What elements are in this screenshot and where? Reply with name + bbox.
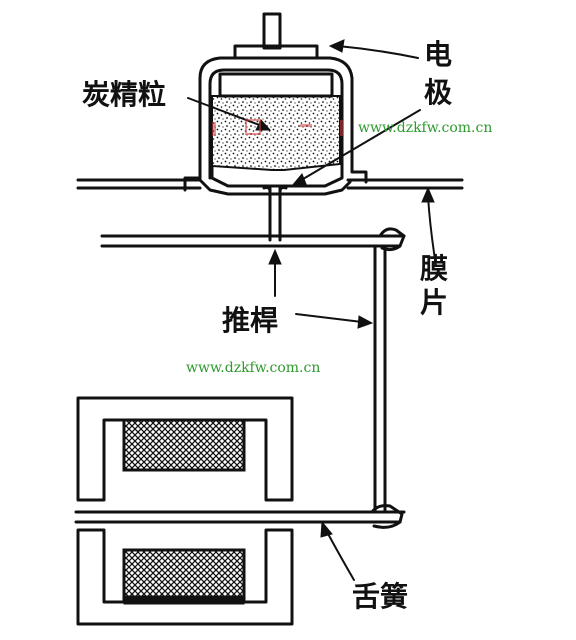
watermark-middle: www.dzkfw.com.cn — [186, 360, 320, 376]
arrow-electrode — [328, 39, 419, 59]
label-electrode-2: 极 — [424, 76, 452, 109]
arrow-push-rod-right — [295, 313, 374, 329]
magnet-upper — [76, 396, 294, 502]
label-carbon-granules: 炭精粒 — [82, 78, 166, 111]
arrow-reed — [320, 520, 355, 581]
label-reed: 舌簧 — [352, 580, 408, 613]
arrow-diaphragm — [421, 186, 437, 267]
magnet-lower — [76, 528, 294, 626]
lever-arm — [100, 227, 406, 514]
arrow-electrode-plate — [290, 109, 421, 187]
watermark-red-marks — [212, 119, 343, 136]
label-push-rod: 推桿 — [222, 304, 278, 337]
electrode-terminal — [233, 12, 319, 60]
reed-armature — [74, 504, 406, 529]
watermark-top: www.dzkfw.com.cn — [358, 120, 492, 136]
label-diaphragm-2: 片 — [420, 286, 448, 319]
diaphragm — [76, 178, 464, 196]
push-rod — [262, 184, 288, 242]
label-electrode-1: 电 — [424, 38, 452, 71]
carbon-capsule — [183, 56, 368, 192]
arrow-push-rod-up — [268, 248, 282, 297]
label-diaphragm-1: 膜 — [420, 252, 448, 285]
